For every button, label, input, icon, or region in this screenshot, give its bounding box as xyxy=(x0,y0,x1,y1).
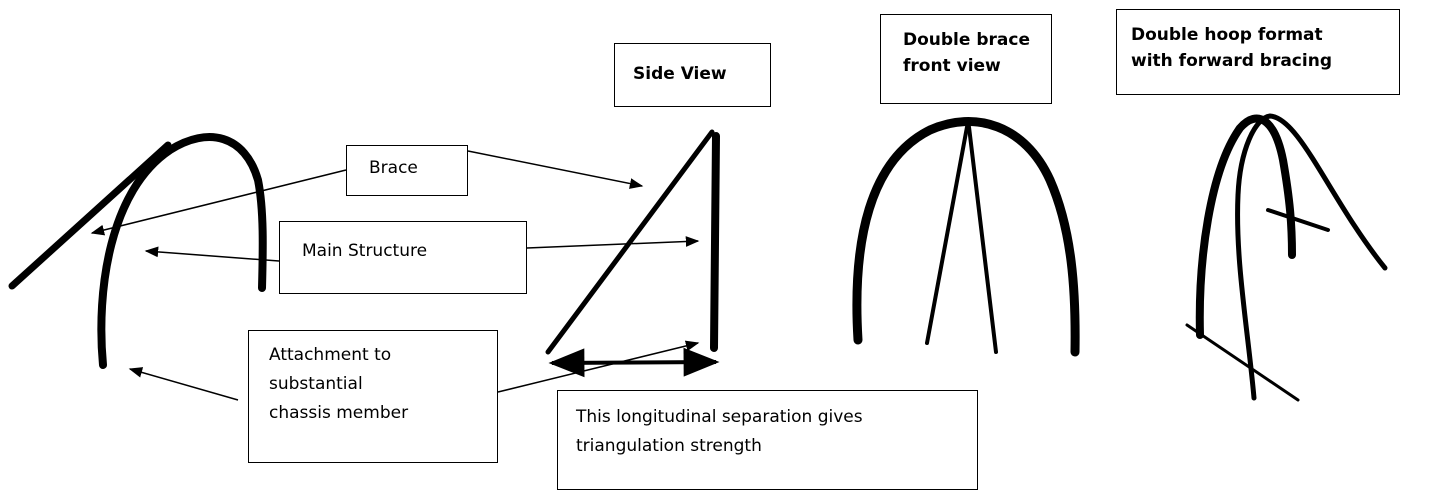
double-hoop-format-text: Double hoop format with forward bracing xyxy=(1131,25,1332,71)
side-main-post xyxy=(710,132,720,352)
side-view-text: Side View xyxy=(633,64,727,84)
double-hoop-format-label: Double hoop format with forward bracing xyxy=(1116,9,1400,95)
forward-hoop xyxy=(1235,113,1388,401)
hoop-with-brace-figure xyxy=(8,133,267,369)
front-hoop xyxy=(852,117,1080,357)
arrow-brace-right xyxy=(467,150,644,189)
arrow-attach xyxy=(128,367,239,401)
side-view-figure xyxy=(545,129,720,378)
attachment-label: Attachment to substantial chassis member xyxy=(248,330,498,463)
double-brace-front-view-label: Double brace front view xyxy=(880,14,1052,104)
ground-rail xyxy=(1185,323,1300,402)
brace-text: Brace xyxy=(369,158,418,178)
longitudinal-separation-label: This longitudinal separation gives trian… xyxy=(557,390,978,490)
arrow-main-left xyxy=(144,246,280,262)
double-brace-front-figure xyxy=(852,117,1080,357)
brace-tube xyxy=(8,141,172,290)
annotation-arrows xyxy=(90,150,700,401)
double-brace-front-view-text: Double brace front view xyxy=(903,30,1030,76)
front-brace-left xyxy=(925,125,969,345)
side-view-label: Side View xyxy=(614,43,771,107)
rear-hoop xyxy=(1195,114,1296,339)
brace-label: Brace xyxy=(346,145,468,196)
main-structure-text: Main Structure xyxy=(302,241,428,261)
main-hoop xyxy=(97,133,267,369)
side-brace xyxy=(545,129,715,355)
double-hoop-figure xyxy=(1185,113,1388,402)
upper-rail xyxy=(1266,208,1330,232)
longitudinal-separation-text: This longitudinal separation gives trian… xyxy=(576,407,863,456)
main-structure-label: Main Structure xyxy=(279,221,527,294)
arrow-main-right xyxy=(526,236,700,249)
arrow-brace-left xyxy=(90,169,347,236)
attachment-text: Attachment to substantial chassis member xyxy=(269,345,409,423)
arrow-separation xyxy=(497,340,700,393)
separation-arrow xyxy=(548,347,720,378)
front-brace-right xyxy=(967,125,998,354)
